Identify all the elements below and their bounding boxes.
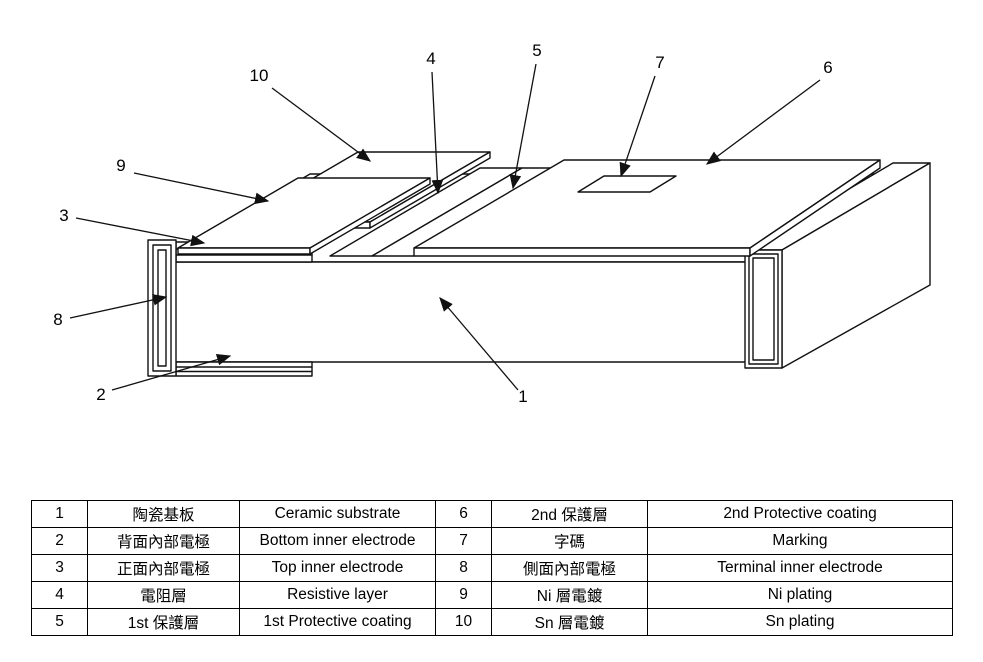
item-zh-cell: 電阻層 <box>87 581 240 609</box>
item-number-cell: 1 <box>31 500 88 528</box>
callout-label-8: 8 <box>53 310 62 329</box>
callout-label-3: 3 <box>59 206 68 225</box>
left-terminal-plating-line-inner <box>157 249 167 367</box>
table-row: 5 1st 保護層 1st Protective coating 10 Sn 層… <box>31 608 953 636</box>
item-number-cell: 9 <box>435 581 492 609</box>
bottom-electrode-wrap <box>175 361 313 377</box>
item-zh-cell: 背面內部電極 <box>87 527 240 555</box>
item-zh-cell: 正面內部電極 <box>87 554 240 582</box>
callout-label-2: 2 <box>96 385 105 404</box>
substrate-front-face <box>159 261 751 363</box>
item-zh-cell: 陶瓷基板 <box>87 500 240 528</box>
table-row: 4 電阻層 Resistive layer 9 Ni 層電鍍 Ni platin… <box>31 581 953 609</box>
leader-line-2 <box>111 353 232 391</box>
right-terminal-plating-line-outer <box>748 253 779 365</box>
item-en-cell: Top inner electrode <box>239 554 436 582</box>
item-en-cell: 2nd Protective coating <box>647 500 953 528</box>
callout-label-6: 6 <box>823 58 832 77</box>
callout-label-9: 9 <box>116 156 125 175</box>
item-number-cell: 6 <box>435 500 492 528</box>
item-zh-cell: Ni 層電鍍 <box>491 581 648 609</box>
callout-label-4: 4 <box>426 49 435 68</box>
item-number-cell: 10 <box>435 608 492 636</box>
sn-plating-side-face <box>369 151 491 229</box>
item-zh-cell: 字碼 <box>491 527 648 555</box>
item-en-cell: 1st Protective coating <box>239 608 436 636</box>
leader-line-10 <box>271 87 372 162</box>
item-en-cell: Ceramic substrate <box>239 500 436 528</box>
item-number-cell: 5 <box>31 608 88 636</box>
item-zh-cell: 1st 保護層 <box>87 608 240 636</box>
item-en-cell: Marking <box>647 527 953 555</box>
ni-plating-side-face <box>309 177 431 255</box>
callout-label-7: 7 <box>655 53 664 72</box>
item-number-cell: 2 <box>31 527 88 555</box>
item-number-cell: 8 <box>435 554 492 582</box>
leader-line-1 <box>439 297 519 391</box>
left-terminal-front-face <box>147 239 177 377</box>
left-terminal-plating-line-outer <box>152 244 172 372</box>
leader-line-4 <box>431 71 444 195</box>
legend-table-wrap: 1 陶瓷基板 Ceramic substrate 6 2nd 保護層 2nd P… <box>31 500 953 636</box>
chip-resistor-drawing: 1 2 3 4 5 6 7 8 9 10 <box>53 41 931 406</box>
ni-plating-front-face <box>177 247 311 255</box>
leader-line-5 <box>509 63 537 190</box>
leader-line-7 <box>619 75 656 178</box>
second-coating-front-face <box>413 247 751 257</box>
component-diagram: 1 2 3 4 5 6 7 8 9 10 <box>53 41 931 406</box>
item-en-cell: Ni plating <box>647 581 953 609</box>
callout-label-1: 1 <box>518 387 527 406</box>
item-number-cell: 3 <box>31 554 88 582</box>
right-terminal-front-face <box>744 249 783 369</box>
callout-label-5: 5 <box>532 41 541 60</box>
leader-line-9 <box>133 172 270 205</box>
leader-line-3 <box>75 217 206 247</box>
item-zh-cell: 2nd 保護層 <box>491 500 648 528</box>
item-number-cell: 7 <box>435 527 492 555</box>
table-row: 3 正面內部電極 Top inner electrode 8 側面內部電極 Te… <box>31 554 953 582</box>
table-row: 1 陶瓷基板 Ceramic substrate 6 2nd 保護層 2nd P… <box>31 500 953 528</box>
item-en-cell: Terminal inner electrode <box>647 554 953 582</box>
right-terminal-plating-line-inner <box>752 257 775 361</box>
legend-table: 1 陶瓷基板 Ceramic substrate 6 2nd 保護層 2nd P… <box>31 500 953 636</box>
item-en-cell: Sn plating <box>647 608 953 636</box>
leader-line-8 <box>69 294 168 319</box>
item-number-cell: 4 <box>31 581 88 609</box>
callout-label-10: 10 <box>250 66 269 85</box>
table-row: 2 背面內部電極 Bottom inner electrode 7 字碼 Mar… <box>31 527 953 555</box>
leader-line-6 <box>705 79 821 165</box>
item-en-cell: Bottom inner electrode <box>239 527 436 555</box>
second-coating-side-edge <box>749 159 881 257</box>
item-zh-cell: Sn 層電鍍 <box>491 608 648 636</box>
marking-slot <box>577 175 677 193</box>
item-zh-cell: 側面內部電極 <box>491 554 648 582</box>
item-en-cell: Resistive layer <box>239 581 436 609</box>
